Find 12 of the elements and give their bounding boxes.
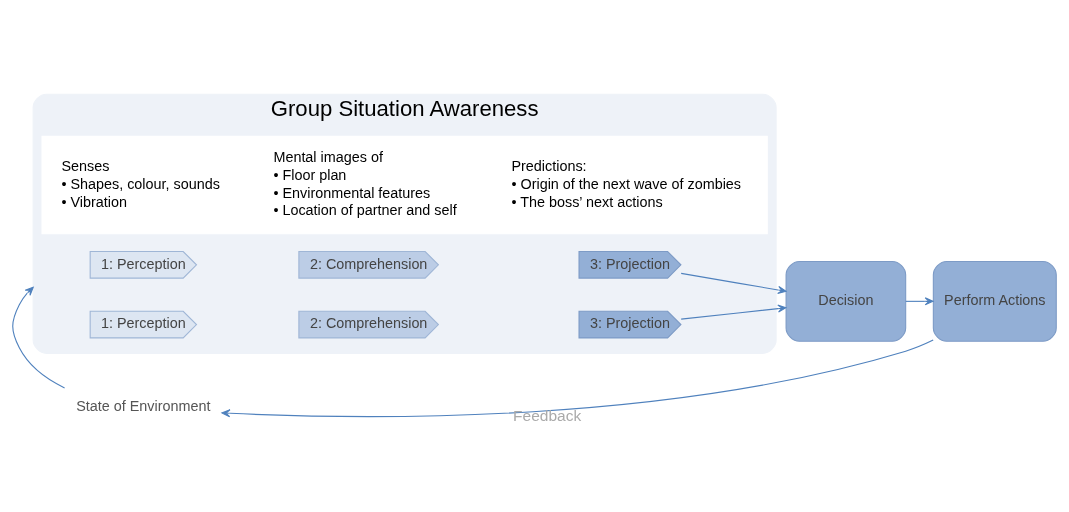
node-text: State of Environment	[76, 397, 211, 414]
node-box: Perform Actions	[932, 260, 1057, 342]
node-text: Mental images of • Floor plan • Environmental features • Location of partner and self	[273, 148, 457, 218]
node-box: Decision	[785, 260, 907, 342]
node-text: Senses • Shapes, colour, sounds • Vibration	[61, 157, 220, 210]
arrow	[221, 339, 934, 417]
node-text: Predictions: • Origin of the next wave of zombies • The boss’ next actions	[511, 157, 742, 210]
arrow	[680, 304, 787, 320]
arrow	[12, 286, 66, 388]
arrow	[905, 296, 934, 305]
edge-label: Feedback	[513, 406, 582, 424]
arrow	[680, 272, 787, 294]
